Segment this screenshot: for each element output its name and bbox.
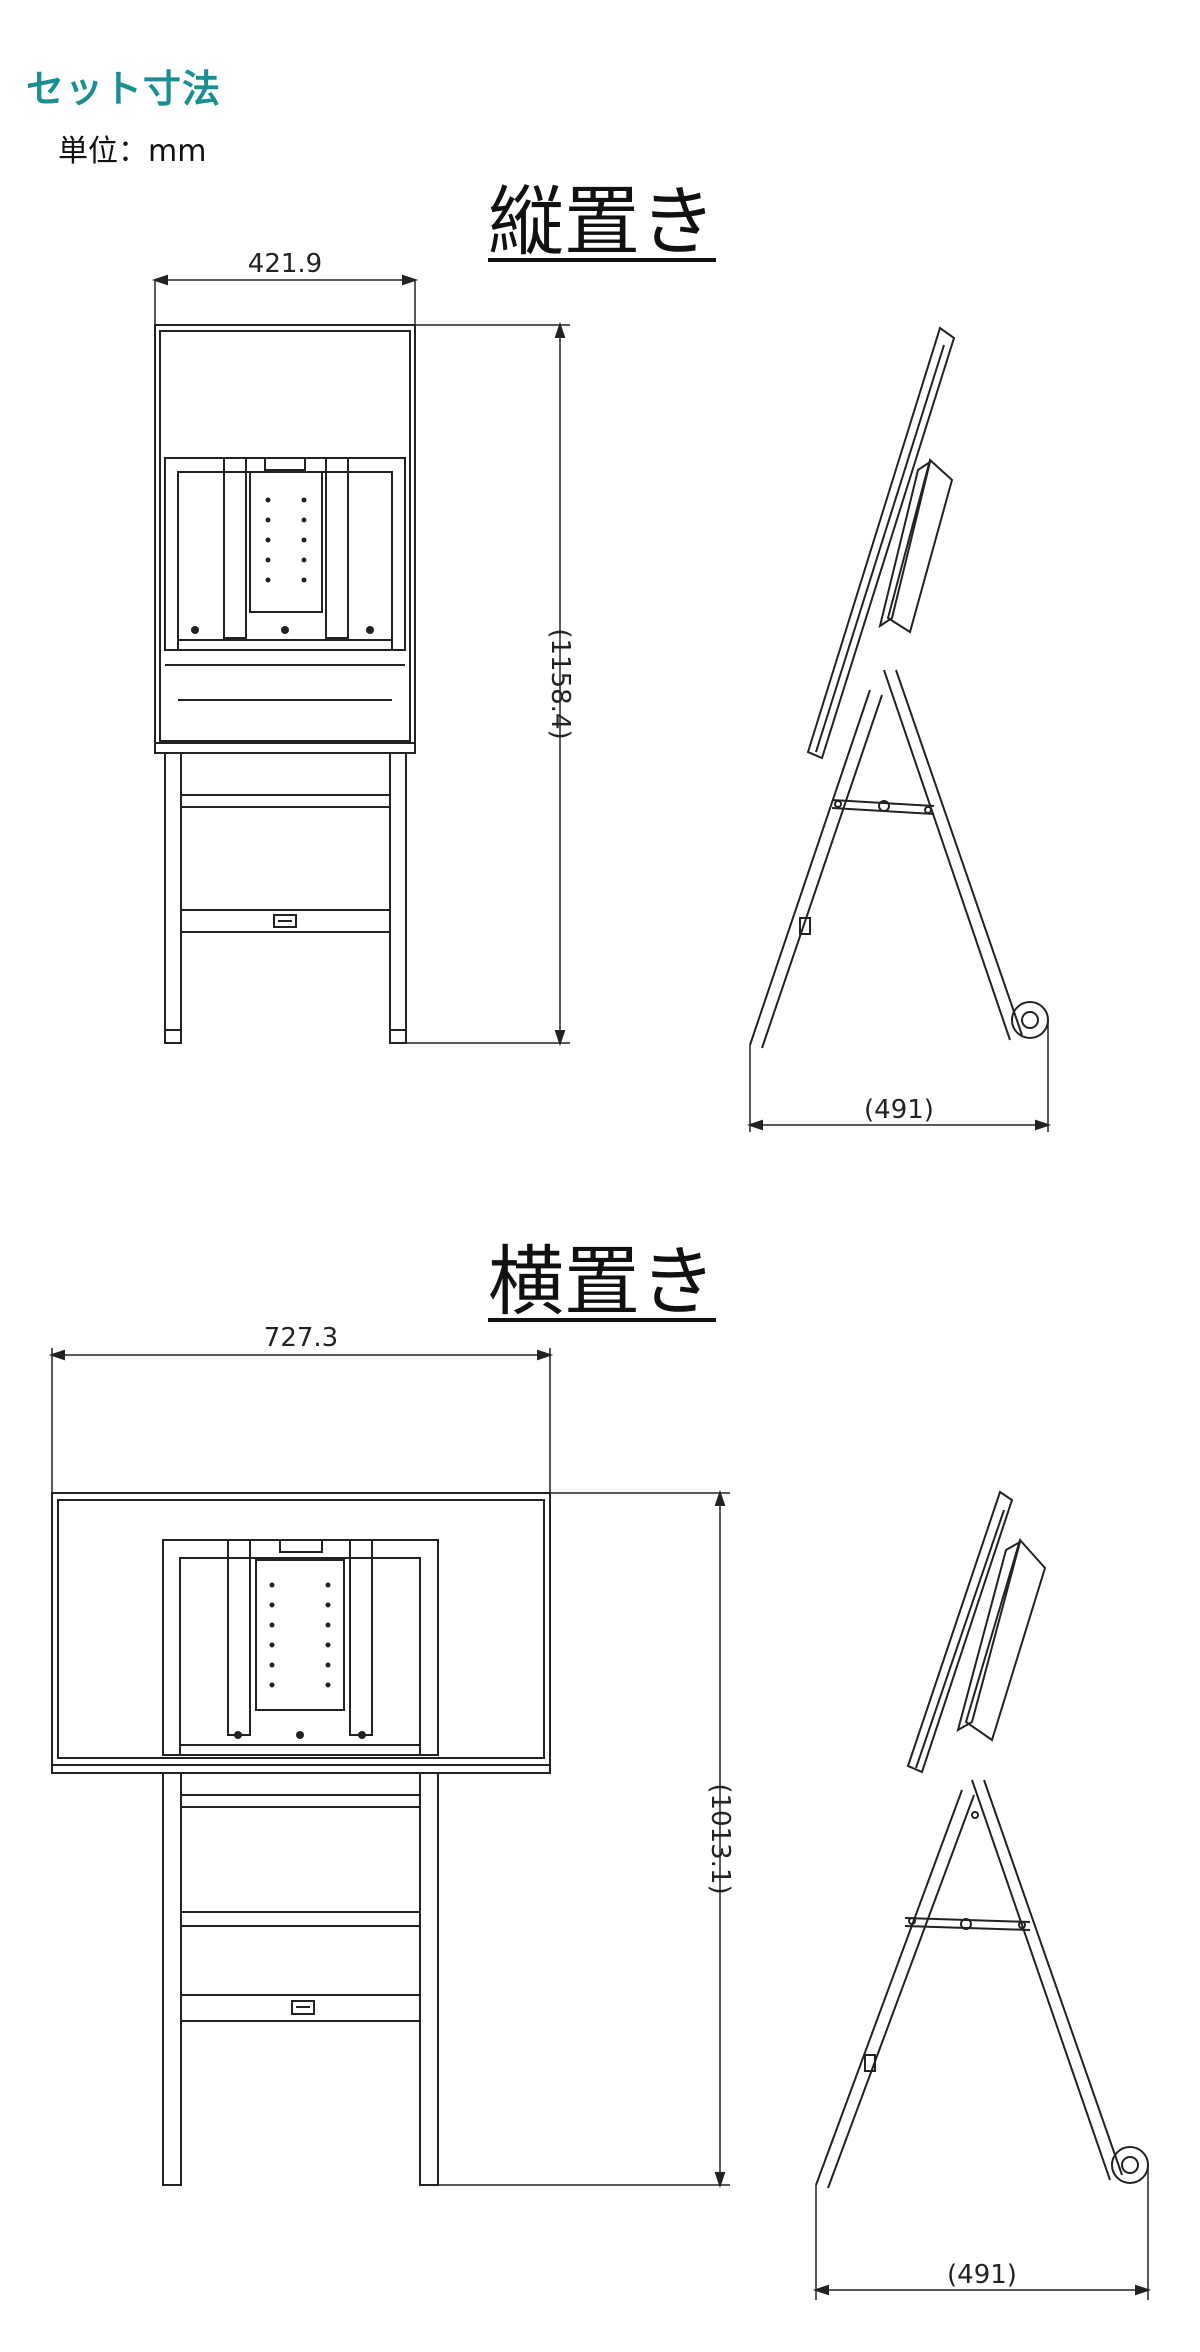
landscape-depth-label: (491) [947, 2260, 1017, 2290]
landscape-side-view [812, 1490, 1152, 2300]
landscape-width-label: 727.3 [264, 1323, 338, 1353]
portrait-width-label: 421.9 [248, 249, 322, 279]
landscape-front-view [48, 1348, 730, 2189]
landscape-height-label: (1013.1) [705, 1783, 735, 1894]
portrait-section-title: 縦置き [488, 177, 716, 266]
portrait-depth-label: (491) [864, 1095, 934, 1125]
unit-note: 単位：mm [58, 134, 207, 169]
portrait-front-view [151, 274, 570, 1047]
landscape-section-title: 横置き [488, 1237, 716, 1326]
portrait-height-label: (1158.4) [545, 628, 575, 739]
portrait-side-view [746, 326, 1052, 1132]
page-heading: セット寸法 [26, 67, 222, 111]
